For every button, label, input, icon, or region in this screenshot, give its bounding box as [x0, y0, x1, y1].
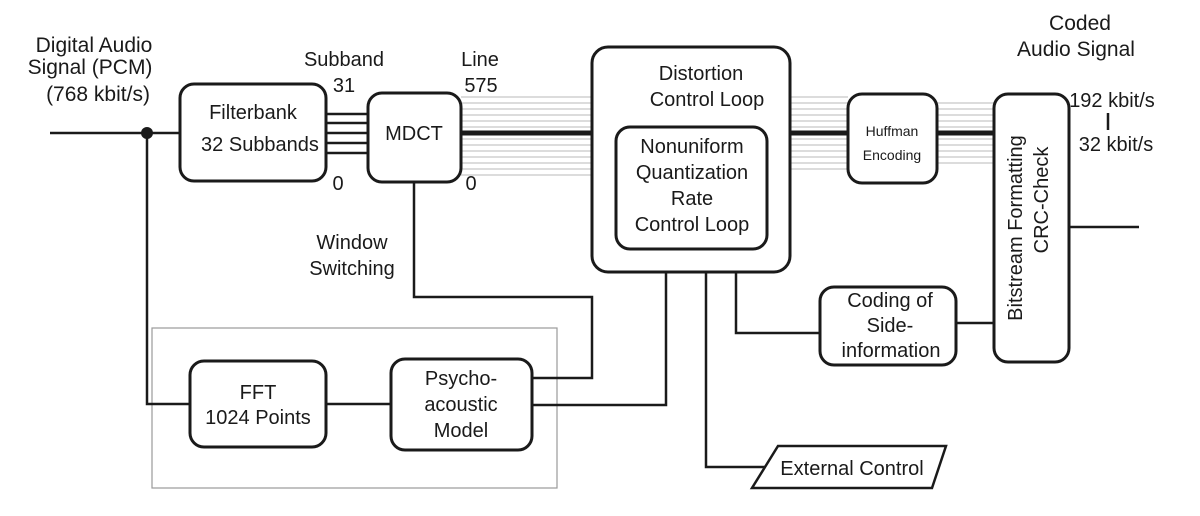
mdct-line-bundle [461, 96, 592, 176]
psychoacoustic-model-box [389, 357, 534, 452]
external-control-line [704, 272, 765, 469]
output-label-1: Coded [1049, 12, 1111, 35]
external-control-box [749, 444, 948, 490]
bitstream-label-2: CRC-Check [1031, 146, 1053, 254]
mdct-label: MDCT [385, 123, 443, 145]
side-info-label-3: information [842, 340, 941, 362]
window-switching-label-2: Switching [309, 258, 395, 280]
output-label-2: Audio Signal [1017, 38, 1135, 61]
quantization-loop-box [614, 125, 769, 251]
bitstream-formatting-box [992, 92, 1071, 364]
quantization-label-2: Quantization [636, 162, 748, 184]
bitstream-label-1: Bitstream Formatting [1005, 135, 1027, 321]
line-bottom-index: 0 [465, 173, 476, 195]
filterbank-box [178, 82, 328, 183]
window-switching-label-1: Window [316, 232, 388, 254]
psychoacoustic-group-frame [151, 327, 558, 489]
psycho-label-2: acoustic [424, 394, 497, 416]
subband-lines [326, 112, 368, 155]
huffman-label-1: Huffman [866, 123, 919, 139]
distortion-loop-label-1: Distortion [659, 63, 743, 85]
subband-bottom-index: 0 [332, 173, 343, 195]
fft-label: FFT [240, 382, 277, 404]
distortion-loop-label-2: Control Loop [650, 89, 765, 111]
mdct-box [366, 91, 463, 184]
window-switching-line [412, 182, 594, 380]
quantization-label-1: Nonuniform [640, 136, 743, 158]
psycho-to-loop-line [532, 272, 668, 407]
input-to-fft-line [145, 133, 190, 406]
psycho-label-3: Model [434, 420, 488, 442]
input-label-2: Signal (PCM) [28, 56, 153, 79]
fft-points-label: 1024 Points [205, 407, 311, 429]
fft-box [188, 359, 328, 449]
input-rate-label: (768 kbit/s) [46, 83, 150, 106]
loop-to-side-info-line [734, 272, 820, 335]
huffman-output-bundle [937, 102, 994, 164]
side-info-label-1: Coding of [847, 290, 933, 312]
external-control-label: External Control [780, 458, 923, 480]
filterbank-subbands-label: 32 Subbands [201, 134, 319, 156]
huffman-box [846, 92, 939, 185]
psycho-label-1: Psycho- [425, 368, 497, 390]
quantization-label-3: Rate [671, 188, 713, 210]
huffman-label-2: Encoding [863, 147, 921, 163]
output-rate-low: 32 kbit/s [1079, 134, 1153, 156]
input-label-1: Digital Audio [36, 34, 153, 57]
quantized-line-bundle [790, 96, 848, 170]
line-top-index: 575 [464, 75, 497, 97]
side-info-box [818, 285, 958, 367]
filterbank-label: Filterbank [209, 102, 298, 124]
output-rate-high: 192 kbit/s [1069, 90, 1155, 112]
subband-title: Subband [304, 49, 384, 71]
line-title: Line [461, 49, 499, 71]
quantization-label-4: Control Loop [635, 214, 750, 236]
subband-top-index: 31 [333, 75, 355, 97]
side-info-label-2: Side- [867, 315, 914, 337]
